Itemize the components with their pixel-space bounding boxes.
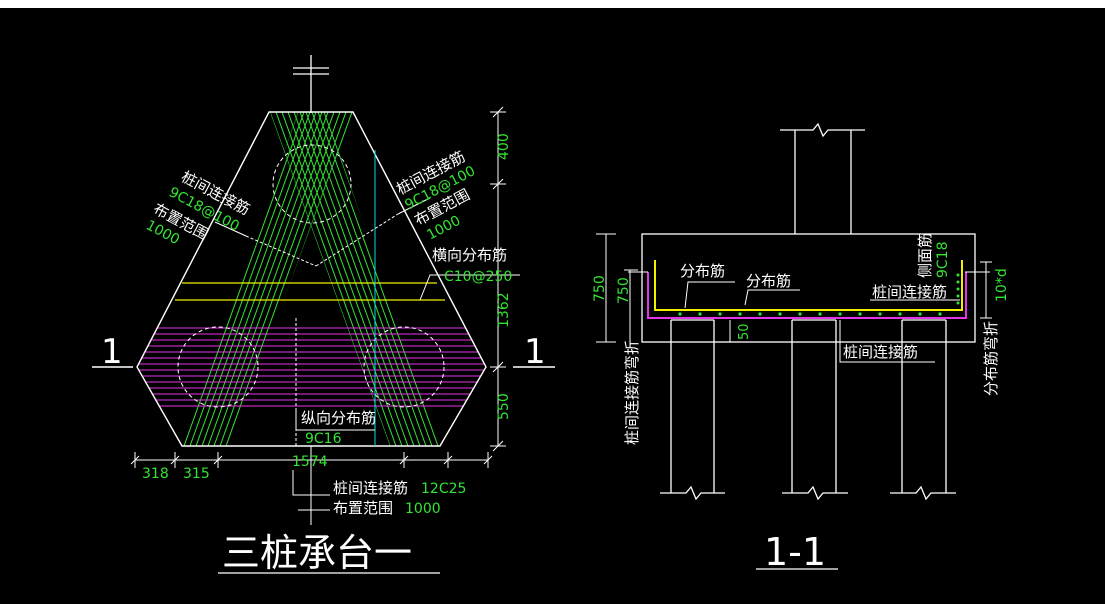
dim-right-550: 550 — [496, 393, 512, 420]
section-cap — [641, 233, 976, 343]
section-title: 1-1 — [764, 530, 826, 574]
dim-bottom-318: 318 — [142, 466, 169, 482]
dist-bar-label-a: 分布筋 — [680, 262, 725, 280]
section-leaders — [628, 271, 990, 363]
bottom-link-bar — [647, 272, 967, 319]
left-vertical-label: 桩间连接筋弯折 — [623, 340, 641, 445]
section-mark-left: 1 — [101, 332, 123, 372]
pile-cap-plan: 1 1 桩间连接筋 9C18@100 布置范围 1000 桩间连接筋 9C18@… — [92, 55, 555, 575]
dist-bar-label-b: 分布筋 — [746, 272, 791, 290]
pile-right — [363, 326, 445, 408]
distribution-bar — [654, 260, 963, 311]
bottom-range-value: 1000 — [405, 501, 441, 517]
section-column — [780, 122, 865, 234]
bottom-link-label: 桩间连接筋 — [333, 479, 408, 497]
rebar-dots — [678, 312, 942, 316]
dim-50: 50 — [737, 323, 752, 340]
pile-top — [272, 144, 352, 224]
side-bar-dots — [956, 273, 960, 305]
pile-cap-outline — [136, 111, 487, 447]
transverse-bar-label: 横向分布筋 — [432, 246, 507, 264]
bottom-range-label: 布置范围 — [333, 499, 393, 517]
section-left-dimension — [596, 233, 734, 343]
plan-title: 三桩承台一 — [222, 531, 412, 575]
section-piles — [660, 319, 956, 501]
leader-lines — [214, 197, 520, 525]
section-mark-right: 1 — [524, 332, 546, 372]
link-label-bottom: 桩间连接筋 — [843, 343, 918, 361]
dim-bottom-1574: 1574 — [292, 454, 328, 470]
magenta-bars — [137, 327, 486, 407]
yellow-transverse-bars — [175, 282, 445, 301]
right-dimension-line — [490, 106, 506, 452]
right-vertical-label: 分布筋弯折 — [982, 321, 1000, 396]
dim-right-400: 400 — [496, 133, 512, 160]
bottom-link-spec: 12C25 — [421, 481, 466, 497]
green-strip-right — [182, 112, 353, 446]
transverse-bar-spec: C10@250 — [444, 269, 512, 285]
dim-bottom-315: 315 — [183, 466, 210, 482]
right-dim-10d: 10*d — [994, 268, 1010, 302]
longitudinal-bar-spec: 9C16 — [305, 431, 342, 447]
dim-left-750-inner: 750 — [616, 277, 632, 304]
link-label-top: 桩间连接筋 — [872, 283, 947, 301]
section-right-dimension — [980, 261, 992, 319]
column-break-symbol — [293, 55, 329, 113]
pile-left — [177, 326, 259, 408]
side-bar-spec: 9C18 — [935, 242, 951, 279]
side-bar-label: 侧面筋 — [916, 233, 934, 278]
dim-right-1362: 1362 — [496, 292, 512, 328]
bottom-dimension-line — [130, 452, 493, 468]
dim-left-750-outer: 750 — [592, 275, 608, 302]
section-1-1: 分布筋 分布筋 桩间连接筋 桩间连接筋 侧面筋 9C18 桩间连接筋弯折 分布筋… — [592, 122, 1010, 574]
top-border — [0, 0, 1105, 8]
longitudinal-bar-label: 纵向分布筋 — [301, 409, 376, 427]
